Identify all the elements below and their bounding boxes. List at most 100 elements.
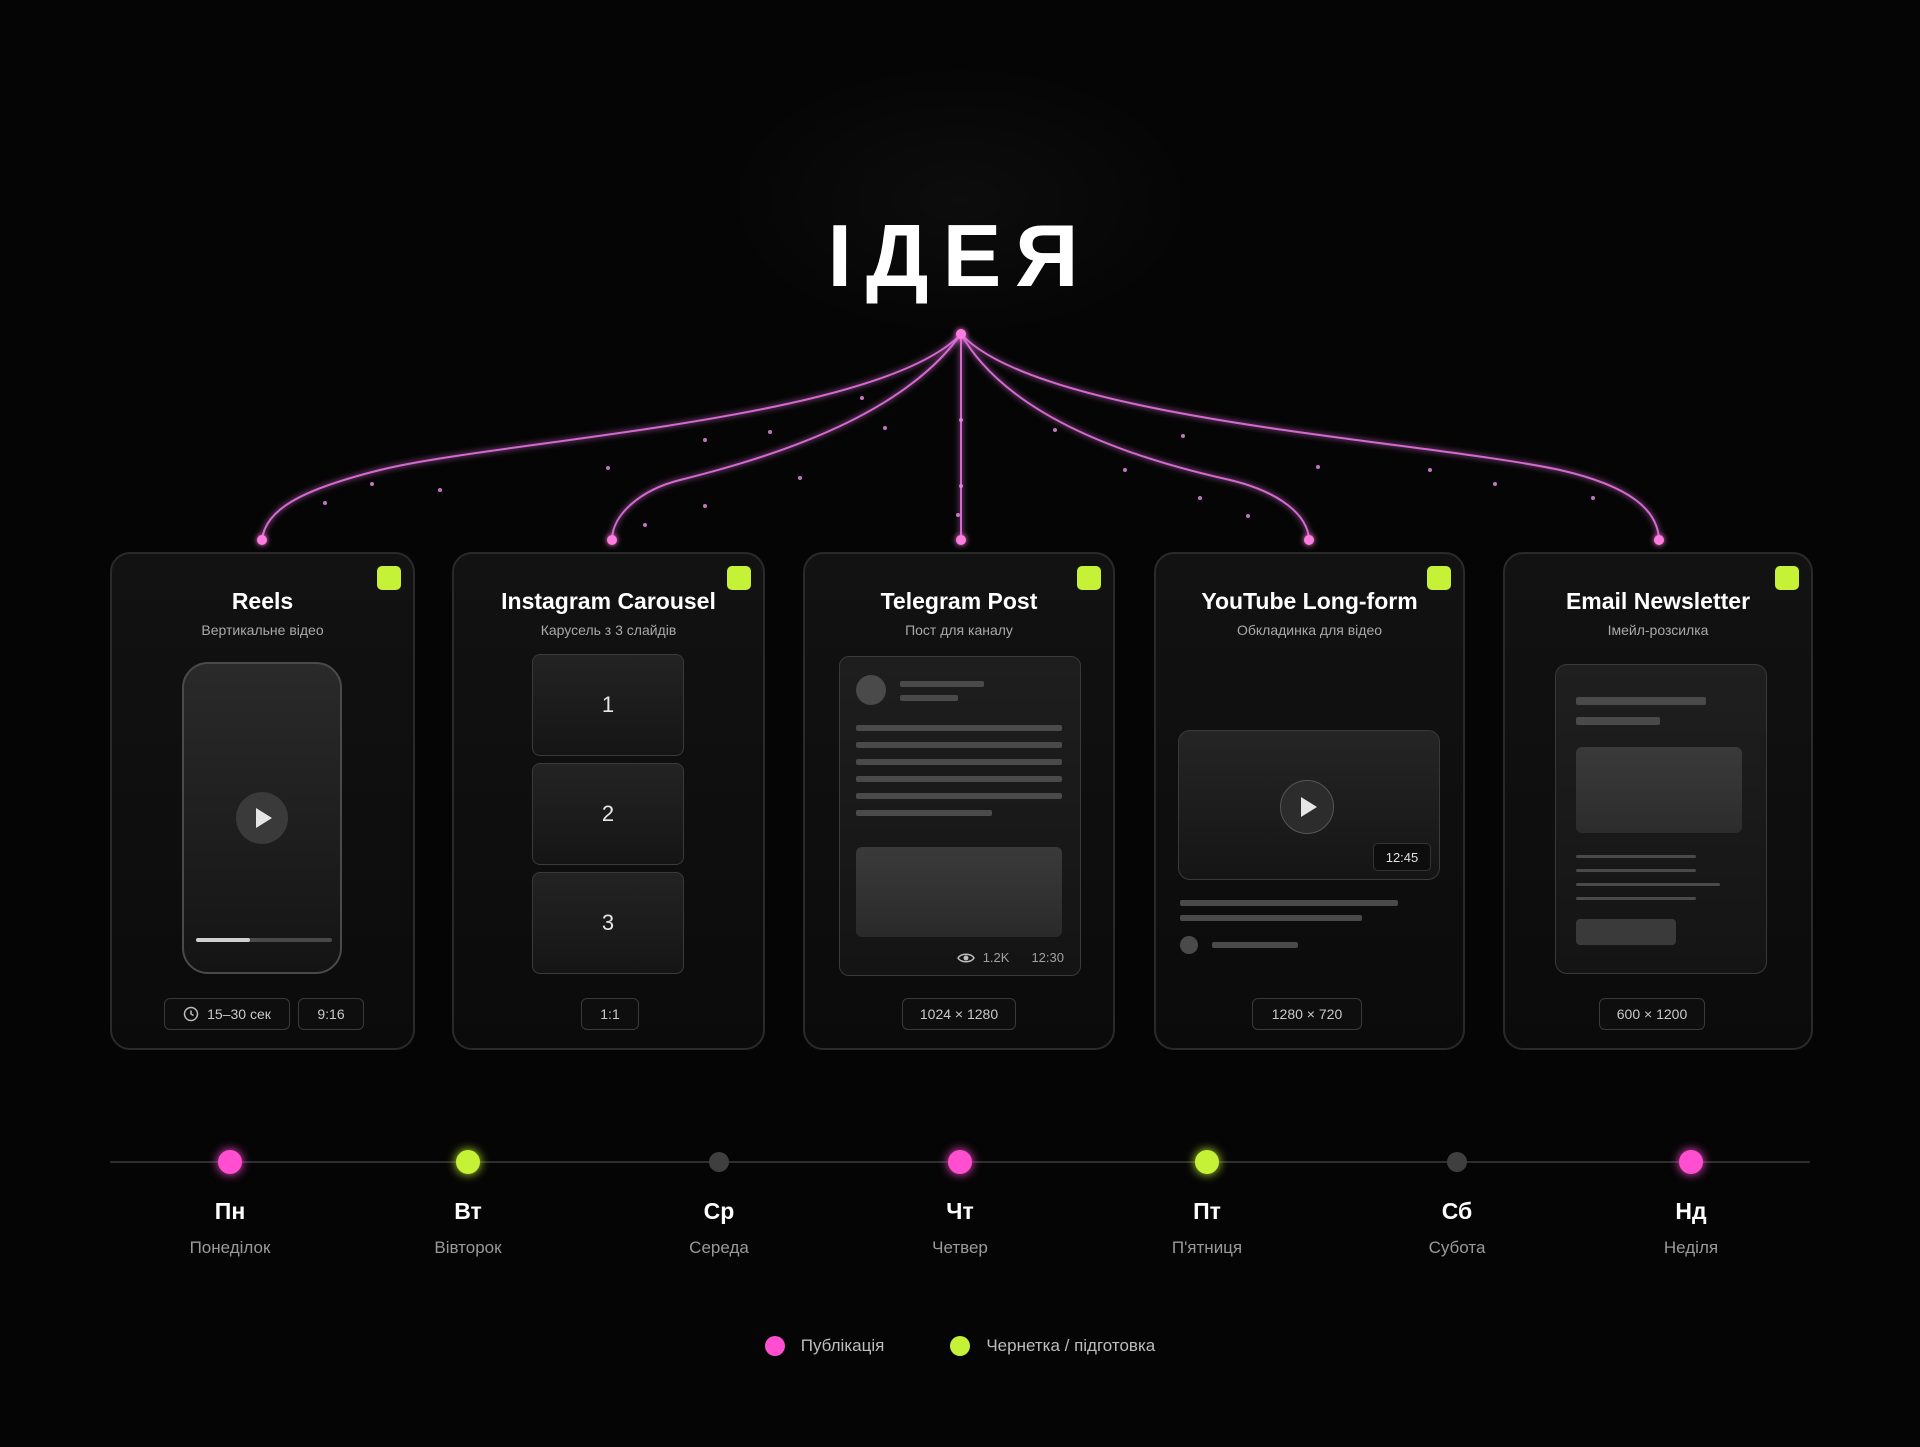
video-progress-bar <box>196 938 332 942</box>
timeline-day-short: Ср <box>703 1198 735 1224</box>
timeline-day-name: Середа <box>689 1238 749 1257</box>
card-subtitle: Карусель з 3 слайдів <box>540 622 677 638</box>
size-tag: 1280 × 720 <box>1252 998 1362 1030</box>
timeline-day-name: Субота <box>1428 1238 1486 1257</box>
status-badge <box>727 566 751 590</box>
card-title: Telegram Post <box>880 588 1038 614</box>
clock-icon <box>183 1006 199 1022</box>
legend: Публікація Чернетка / підготовка <box>0 1336 1920 1356</box>
cta-button-placeholder <box>1576 919 1676 945</box>
timeline-dot-3[interactable] <box>709 1152 729 1172</box>
page-title: ІДЕЯ <box>827 206 1093 305</box>
particle-dot <box>1316 465 1320 469</box>
timeline-day-short: Вт <box>454 1198 482 1224</box>
card-title: YouTube Long-form <box>1201 588 1418 614</box>
particle-dot <box>959 418 963 422</box>
ratio-tag: 1:1 <box>581 998 639 1030</box>
play-icon[interactable] <box>1280 780 1334 834</box>
timeline-dot-5[interactable] <box>1195 1150 1219 1174</box>
ratio-tag: 9:16 <box>298 998 364 1030</box>
carousel-slide[interactable]: 2 <box>532 763 684 865</box>
endpoint-dot <box>956 535 966 545</box>
timeline-day-name: П'ятниця <box>1171 1238 1243 1257</box>
particle-dot <box>1591 496 1595 500</box>
particle-dot <box>1198 496 1202 500</box>
video-thumbnail: 12:45 <box>1178 730 1440 880</box>
endpoint-dot <box>1304 535 1314 545</box>
particle-dot <box>643 523 647 527</box>
post-meta: 1.2K 12:30 <box>956 950 1064 965</box>
particle-dot <box>768 430 772 434</box>
avatar <box>856 675 886 705</box>
views-count: 1.2K <box>982 950 1010 965</box>
particle-dot <box>798 476 802 480</box>
card-youtube-longform[interactable]: YouTube Long-form Обкладинка для відео 1… <box>1154 552 1465 1050</box>
timeline-day-name: Неділя <box>1663 1238 1719 1257</box>
timeline-dot-4[interactable] <box>948 1150 972 1174</box>
title-backdrop <box>720 60 1200 340</box>
timeline-dot-7[interactable] <box>1679 1150 1703 1174</box>
particle-dot <box>1428 468 1432 472</box>
telegram-post-mockup: 1.2K 12:30 <box>839 656 1081 976</box>
connector-reels <box>261 333 962 541</box>
particle-dot <box>1053 428 1057 432</box>
timeline-dot-2[interactable] <box>456 1150 480 1174</box>
play-icon[interactable] <box>236 792 288 844</box>
video-progress-fill <box>196 938 251 942</box>
timeline-day-short: Пт <box>1193 1198 1221 1224</box>
eye-icon <box>956 953 975 962</box>
email-mockup <box>1555 664 1767 974</box>
timeline-day-name: Четвер <box>932 1238 988 1257</box>
particle-dot <box>1246 514 1250 518</box>
particle-dot <box>438 488 442 492</box>
carousel-slide[interactable]: 1 <box>532 654 684 756</box>
particle-dot <box>883 426 887 430</box>
endpoint-dot <box>257 535 267 545</box>
image-placeholder <box>856 847 1062 937</box>
post-time: 12:30 <box>1031 950 1064 965</box>
card-email-newsletter[interactable]: Email Newsletter Імейл-розсилка 600 × 12… <box>1503 552 1813 1050</box>
particle-dot <box>323 501 327 505</box>
legend-dot <box>764 1336 785 1356</box>
video-duration: 12:45 <box>1373 843 1431 871</box>
particle-dot <box>1181 434 1185 438</box>
card-subtitle: Вертикальне відео <box>201 622 324 638</box>
timeline-dot-6[interactable] <box>1447 1152 1467 1172</box>
size-tag: 600 × 1200 <box>1599 998 1705 1030</box>
carousel-slide[interactable]: 3 <box>532 872 684 974</box>
card-subtitle: Імейл-розсилка <box>1607 622 1709 638</box>
timeline-day-name: Понеділок <box>189 1238 271 1257</box>
phone-mockup <box>182 662 342 974</box>
particle-dot <box>860 396 864 400</box>
card-reels[interactable]: Reels Вертикальне відео 15–30 сек 9:16 <box>110 552 415 1050</box>
particle-dot <box>703 504 707 508</box>
legend-item-publication: Публікація <box>764 1336 885 1356</box>
legend-item-draft: Чернетка / підготовка <box>950 1336 1155 1356</box>
card-subtitle: Обкладинка для відео <box>1236 622 1383 638</box>
card-title: Instagram Carousel <box>501 588 716 614</box>
timeline-day-short: Нд <box>1675 1198 1707 1224</box>
status-badge <box>1427 566 1451 590</box>
legend-label: Чернетка / підготовка <box>986 1336 1156 1355</box>
timeline-day-short: Сб <box>1441 1198 1473 1224</box>
particle-dot <box>1493 482 1497 486</box>
timeline-day-short: Чт <box>946 1198 974 1224</box>
card-title: Reels <box>231 588 294 614</box>
connector-carousel <box>611 333 962 541</box>
card-telegram-post[interactable]: Telegram Post Пост для каналу 1.2K 12:30… <box>803 552 1115 1050</box>
legend-label: Публікація <box>800 1336 885 1355</box>
channel-avatar <box>1180 936 1198 954</box>
particle-dot <box>370 482 374 486</box>
size-tag: 1024 × 1280 <box>902 998 1016 1030</box>
duration-label: 15–30 сек <box>207 1006 271 1022</box>
card-instagram-carousel[interactable]: Instagram Carousel Карусель з 3 слайдів … <box>452 552 765 1050</box>
endpoint-dot <box>1654 535 1664 545</box>
timeline-day-name: Вівторок <box>434 1238 502 1257</box>
particle-dot <box>703 438 707 442</box>
legend-dot <box>950 1336 971 1356</box>
particle-dot <box>606 466 610 470</box>
status-badge <box>377 566 401 590</box>
timeline-day-short: Пн <box>214 1198 246 1224</box>
card-subtitle: Пост для каналу <box>905 622 1013 638</box>
timeline-dot-1[interactable] <box>218 1150 242 1174</box>
